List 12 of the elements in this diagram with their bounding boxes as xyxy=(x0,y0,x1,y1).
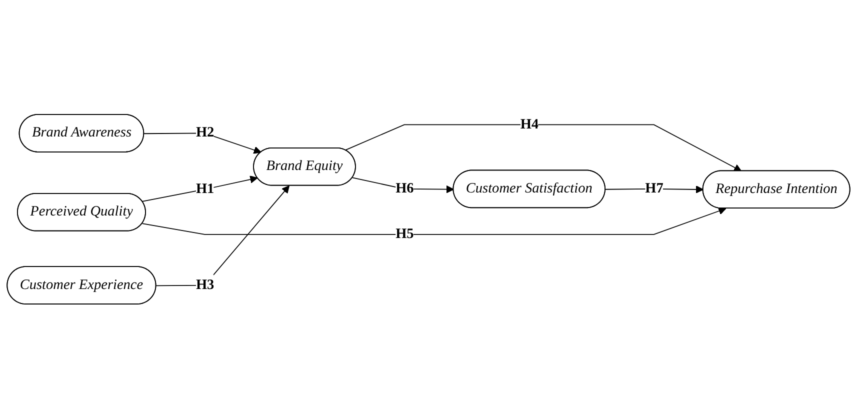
edge-label: H5 xyxy=(396,226,414,242)
edge-label: H7 xyxy=(645,180,664,196)
edge-label: H2 xyxy=(196,125,214,140)
edge-label: H3 xyxy=(196,277,214,292)
arrow xyxy=(142,176,258,202)
arrow xyxy=(344,124,742,172)
edge-label: H1 xyxy=(196,181,214,197)
arrow xyxy=(156,185,290,286)
edge-label: H6 xyxy=(396,180,414,196)
arrow xyxy=(142,207,726,235)
arrow xyxy=(605,186,704,194)
arrow xyxy=(144,132,262,154)
